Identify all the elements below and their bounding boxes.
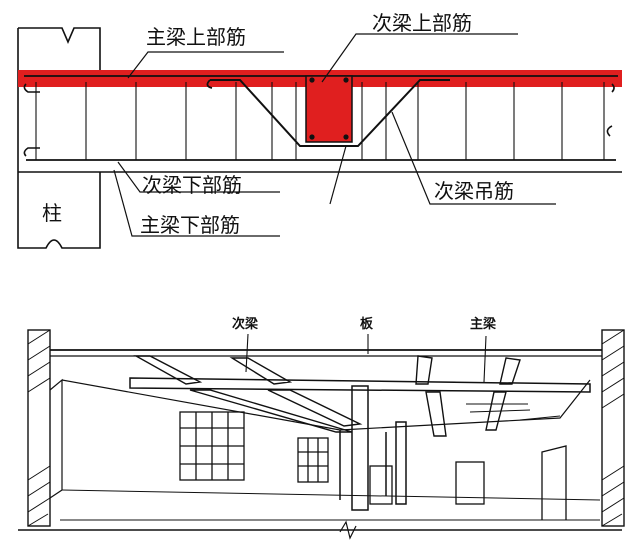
back-wall [61,379,591,431]
label-secondary-beam: 次梁 [232,316,259,332]
column-outline [17,27,101,249]
door-right [541,445,567,520]
secondary-beam-section [305,75,353,143]
hanger-bar-hook [206,79,213,89]
section-bar [343,77,349,83]
bar-hook [23,83,40,157]
right-wall [601,329,625,527]
bar-hook [606,83,615,137]
doors [369,445,567,520]
label-main-beam-top-bar: 主梁上部筋 [146,25,246,49]
door-center [369,465,393,505]
bottom-leader-lines [245,333,487,383]
label-secondary-beam-hanger-bar: 次梁吊筋 [434,179,514,203]
label-main-beam-bottom-bar: 主梁下部筋 [140,213,240,237]
hanger-bar [210,79,450,147]
rebar-section-diagram: 主梁上部筋 次梁上部筋 次梁下部筋 主梁下部筋 次梁吊筋 柱 [17,11,622,249]
section-bar [309,77,315,83]
columns [339,385,407,511]
label-slab: 板 [360,316,374,332]
leader-hanger-bar [391,111,556,205]
leader-secondary-beam-top-bar [321,33,518,83]
back-wall-base [61,489,601,501]
leader-secondary-beam-bottom-bar-b [329,145,347,205]
section-bar [309,134,315,140]
leader-secondary-beam-bottom-bar [117,161,280,193]
leader-main-beam [483,335,487,383]
break-mark [339,520,357,540]
section-bar [343,134,349,140]
leader-main-beam-bottom-bar [113,169,280,237]
window-small [297,437,329,483]
stirrups [35,82,605,160]
column-front [351,385,369,511]
secondary-beams [133,355,521,437]
door-back [455,461,485,505]
left-wall [27,329,63,527]
ceiling-detail [466,403,561,421]
building-perspective-diagram: 次梁 板 主梁 [18,316,625,540]
main-beam [129,377,591,393]
label-secondary-beam-top-bar: 次梁上部筋 [372,11,472,35]
leader-secondary-beam [245,333,249,373]
leader-main-beam-top-bar [127,51,284,79]
label-column: 柱 [42,201,62,225]
window-large [179,411,245,481]
leader-lines [113,33,556,237]
label-main-beam: 主梁 [470,316,497,332]
label-secondary-beam-bottom-bar: 次梁下部筋 [142,173,242,197]
column-back [395,421,407,505]
